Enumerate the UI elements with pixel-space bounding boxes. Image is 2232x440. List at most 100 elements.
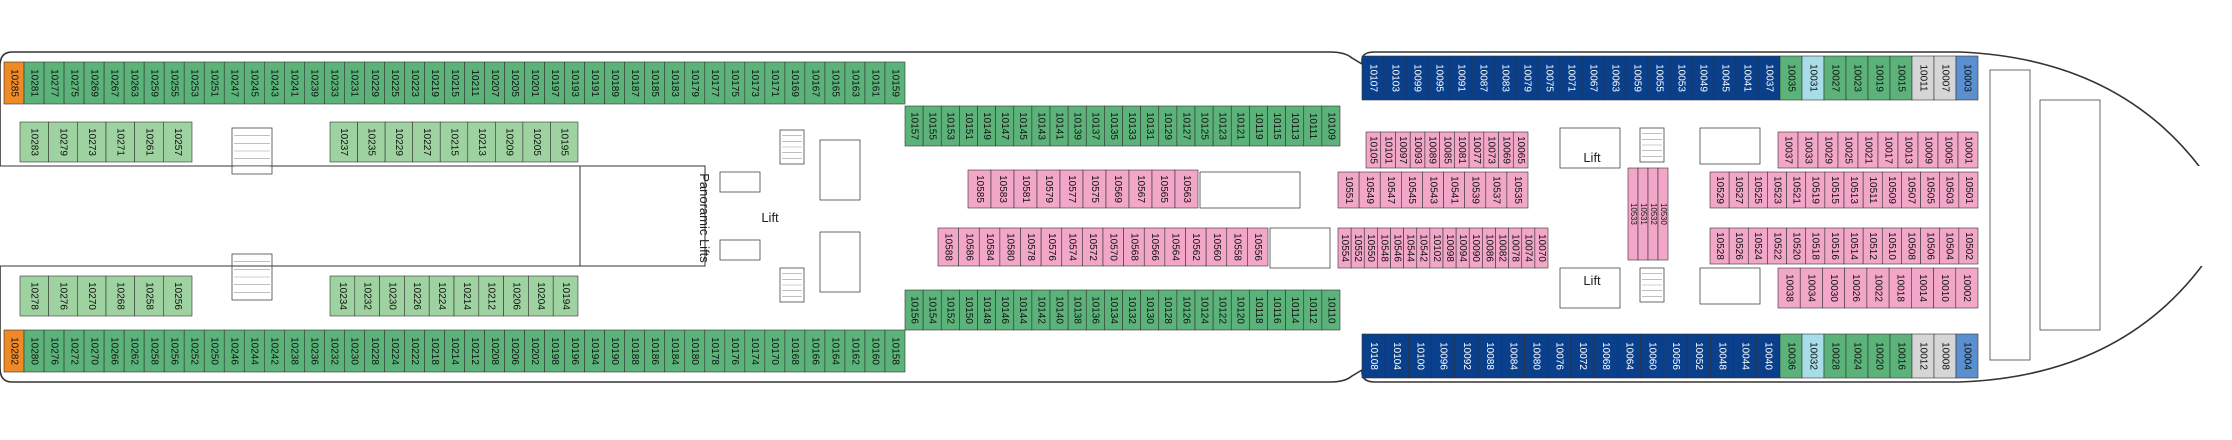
cabin-10560[interactable]: 10560 [1205, 227, 1228, 267]
cabin-10107[interactable]: 10107 [1361, 55, 1385, 101]
cabin-10214[interactable]: 10214 [453, 275, 480, 317]
cabin-10022[interactable]: 10022 [1866, 267, 1890, 309]
cabin-10099[interactable]: 10099 [1405, 55, 1429, 101]
cabin-10509[interactable]: 10509 [1881, 171, 1902, 209]
cabin-10086[interactable]: 10086 [1482, 227, 1496, 269]
cabin-10102[interactable]: 10102 [1429, 227, 1444, 269]
cabin-10025[interactable]: 10025 [1837, 131, 1859, 169]
cabin-10014[interactable]: 10014 [1911, 267, 1934, 309]
cabin-10162[interactable]: 10162 [844, 329, 866, 373]
cabin-10148[interactable]: 10148 [977, 289, 996, 331]
cabin-10132[interactable]: 10132 [1122, 289, 1141, 331]
cabin-10215[interactable]: 10215 [439, 121, 469, 163]
cabin-10250[interactable]: 10250 [203, 329, 225, 373]
cabin-10111[interactable]: 10111 [1303, 105, 1323, 147]
cabin-10282[interactable]: 10282 [3, 329, 25, 373]
cabin-10187[interactable]: 10187 [624, 61, 646, 105]
cabin-10108[interactable]: 10108 [1361, 333, 1386, 379]
cabin-10588[interactable]: 10588 [937, 227, 959, 267]
cabin-10013[interactable]: 10013 [1897, 131, 1919, 169]
cabin-10038[interactable]: 10038 [1777, 267, 1801, 309]
cabin-10149[interactable]: 10149 [977, 105, 996, 147]
cabin-10168[interactable]: 10168 [784, 329, 806, 373]
cabin-10258[interactable]: 10258 [143, 329, 165, 373]
cabin-10115[interactable]: 10115 [1267, 105, 1286, 147]
cabin-10100[interactable]: 10100 [1408, 333, 1432, 379]
cabin-10173[interactable]: 10173 [744, 61, 766, 105]
cabin-10253[interactable]: 10253 [183, 61, 205, 105]
cabin-10275[interactable]: 10275 [63, 61, 85, 105]
cabin-10180[interactable]: 10180 [684, 329, 706, 373]
cabin-10535[interactable]: 10535 [1506, 171, 1529, 209]
cabin-10129[interactable]: 10129 [1158, 105, 1178, 147]
cabin-10126[interactable]: 10126 [1176, 289, 1196, 331]
cabin-10003[interactable]: 10003 [1955, 55, 1979, 101]
cabin-10202[interactable]: 10202 [524, 329, 545, 373]
cabin-10138[interactable]: 10138 [1067, 289, 1087, 331]
cabin-10206[interactable]: 10206 [504, 329, 525, 373]
cabin-10016[interactable]: 10016 [1889, 333, 1913, 379]
cabin-10190[interactable]: 10190 [604, 329, 625, 373]
cabin-10164[interactable]: 10164 [824, 329, 846, 373]
cabin-10088[interactable]: 10088 [1477, 333, 1502, 379]
cabin-10584[interactable]: 10584 [978, 227, 1001, 267]
cabin-10551[interactable]: 10551 [1337, 171, 1360, 209]
cabin-10549[interactable]: 10549 [1358, 171, 1381, 209]
cabin-10034[interactable]: 10034 [1799, 267, 1823, 309]
cabin-10545[interactable]: 10545 [1401, 171, 1423, 209]
cabin-10092[interactable]: 10092 [1454, 333, 1479, 379]
cabin-10067[interactable]: 10067 [1581, 55, 1605, 101]
cabin-10160[interactable]: 10160 [864, 329, 886, 373]
cabin-10279[interactable]: 10279 [48, 121, 78, 163]
cabin-10144[interactable]: 10144 [1013, 289, 1033, 331]
cabin-10036[interactable]: 10036 [1779, 333, 1803, 379]
cabin-10526[interactable]: 10526 [1728, 227, 1749, 265]
cabin-10124[interactable]: 10124 [1194, 289, 1214, 331]
cabin-10515[interactable]: 10515 [1824, 171, 1845, 209]
cabin-10189[interactable]: 10189 [604, 61, 625, 105]
cabin-10533[interactable]: 10533 [1627, 167, 1639, 261]
cabin-10029[interactable]: 10029 [1817, 131, 1839, 169]
cabin-10271[interactable]: 10271 [105, 121, 135, 163]
cabin-10208[interactable]: 10208 [484, 329, 505, 373]
cabin-10262[interactable]: 10262 [123, 329, 145, 373]
cabin-10101[interactable]: 10101 [1380, 131, 1396, 169]
cabin-10211[interactable]: 10211 [464, 61, 485, 105]
cabin-10018[interactable]: 10018 [1888, 267, 1912, 309]
cabin-10122[interactable]: 10122 [1212, 289, 1232, 331]
cabin-10212[interactable]: 10212 [478, 275, 504, 317]
cabin-10530[interactable]: 10530 [1657, 167, 1669, 261]
cabin-10145[interactable]: 10145 [1013, 105, 1033, 147]
cabin-10554[interactable]: 10554 [1337, 227, 1352, 269]
cabin-10580[interactable]: 10580 [999, 227, 1021, 267]
cabin-10127[interactable]: 10127 [1176, 105, 1196, 147]
cabin-10256[interactable]: 10256 [163, 275, 193, 317]
cabin-10228[interactable]: 10228 [364, 329, 385, 373]
cabin-10011[interactable]: 10011 [1911, 55, 1935, 101]
cabin-10233[interactable]: 10233 [324, 61, 345, 105]
cabin-10170[interactable]: 10170 [764, 329, 786, 373]
cabin-10095[interactable]: 10095 [1427, 55, 1451, 101]
cabin-10194[interactable]: 10194 [584, 329, 605, 373]
cabin-10128[interactable]: 10128 [1158, 289, 1178, 331]
cabin-10521[interactable]: 10521 [1786, 171, 1807, 209]
cabin-10505[interactable]: 10505 [1920, 171, 1941, 209]
cabin-10205[interactable]: 10205 [522, 121, 551, 163]
cabin-10033[interactable]: 10033 [1797, 131, 1819, 169]
cabin-10075[interactable]: 10075 [1537, 55, 1561, 101]
cabin-10125[interactable]: 10125 [1194, 105, 1214, 147]
cabin-10009[interactable]: 10009 [1917, 131, 1939, 169]
cabin-10135[interactable]: 10135 [1104, 105, 1123, 147]
cabin-10547[interactable]: 10547 [1379, 171, 1402, 209]
cabin-10266[interactable]: 10266 [103, 329, 125, 373]
cabin-10227[interactable]: 10227 [412, 121, 441, 163]
cabin-10024[interactable]: 10024 [1845, 333, 1869, 379]
cabin-10261[interactable]: 10261 [134, 121, 164, 163]
cabin-10243[interactable]: 10243 [263, 61, 285, 105]
cabin-10564[interactable]: 10564 [1164, 227, 1186, 267]
cabin-10513[interactable]: 10513 [1843, 171, 1864, 209]
cabin-10268[interactable]: 10268 [105, 275, 135, 317]
cabin-10085[interactable]: 10085 [1439, 131, 1455, 169]
cabin-10519[interactable]: 10519 [1805, 171, 1826, 209]
cabin-10244[interactable]: 10244 [243, 329, 265, 373]
